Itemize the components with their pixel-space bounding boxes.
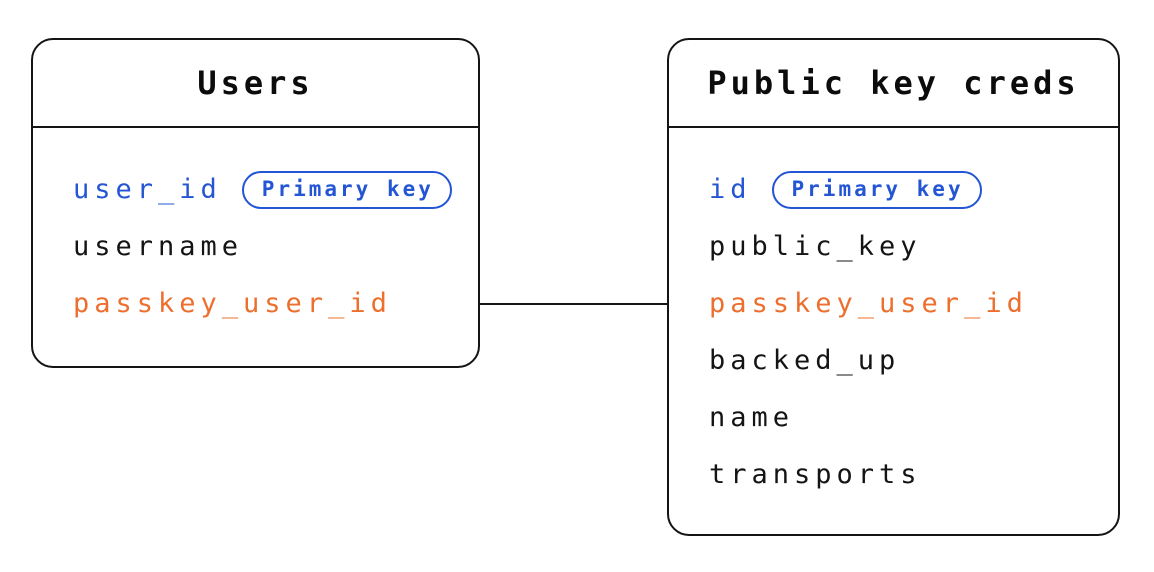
primary-key-badge: Primary key bbox=[771, 170, 982, 209]
table-public-key-creds-header: Public key creds bbox=[669, 40, 1118, 128]
field-row-username: username bbox=[73, 218, 458, 275]
field-row-passkey-user-id: passkey_user_id bbox=[73, 275, 458, 332]
field-name: passkey_user_id bbox=[709, 288, 1028, 319]
field-row-backed-up: backed_up bbox=[709, 332, 1098, 389]
field-name: public_key bbox=[709, 231, 922, 262]
field-row-name: name bbox=[709, 389, 1098, 446]
field-row-transports: transports bbox=[709, 446, 1098, 503]
field-name: name bbox=[709, 402, 795, 433]
field-row-public-key: public_key bbox=[709, 218, 1098, 275]
field-row-passkey-user-id: passkey_user_id bbox=[709, 275, 1098, 332]
table-public-key-creds: Public key creds id Primary key public_k… bbox=[667, 38, 1120, 536]
field-name: user_id bbox=[73, 174, 222, 205]
field-row-id: id Primary key bbox=[709, 161, 1098, 218]
table-users-header: Users bbox=[33, 40, 478, 128]
primary-key-badge: Primary key bbox=[241, 170, 452, 209]
field-name: backed_up bbox=[709, 345, 901, 376]
table-public-key-creds-field-list: id Primary key public_key passkey_user_i… bbox=[669, 128, 1118, 503]
field-name: transports bbox=[709, 459, 922, 490]
table-public-key-creds-title: Public key creds bbox=[707, 64, 1080, 102]
table-users-title: Users bbox=[197, 64, 314, 102]
field-name: id bbox=[709, 174, 752, 205]
field-name: passkey_user_id bbox=[73, 288, 392, 319]
table-users: Users user_id Primary key username passk… bbox=[31, 38, 480, 368]
field-row-user-id: user_id Primary key bbox=[73, 161, 458, 218]
field-name: username bbox=[73, 231, 244, 262]
table-users-field-list: user_id Primary key username passkey_use… bbox=[33, 128, 478, 332]
relationship-line bbox=[480, 303, 667, 305]
